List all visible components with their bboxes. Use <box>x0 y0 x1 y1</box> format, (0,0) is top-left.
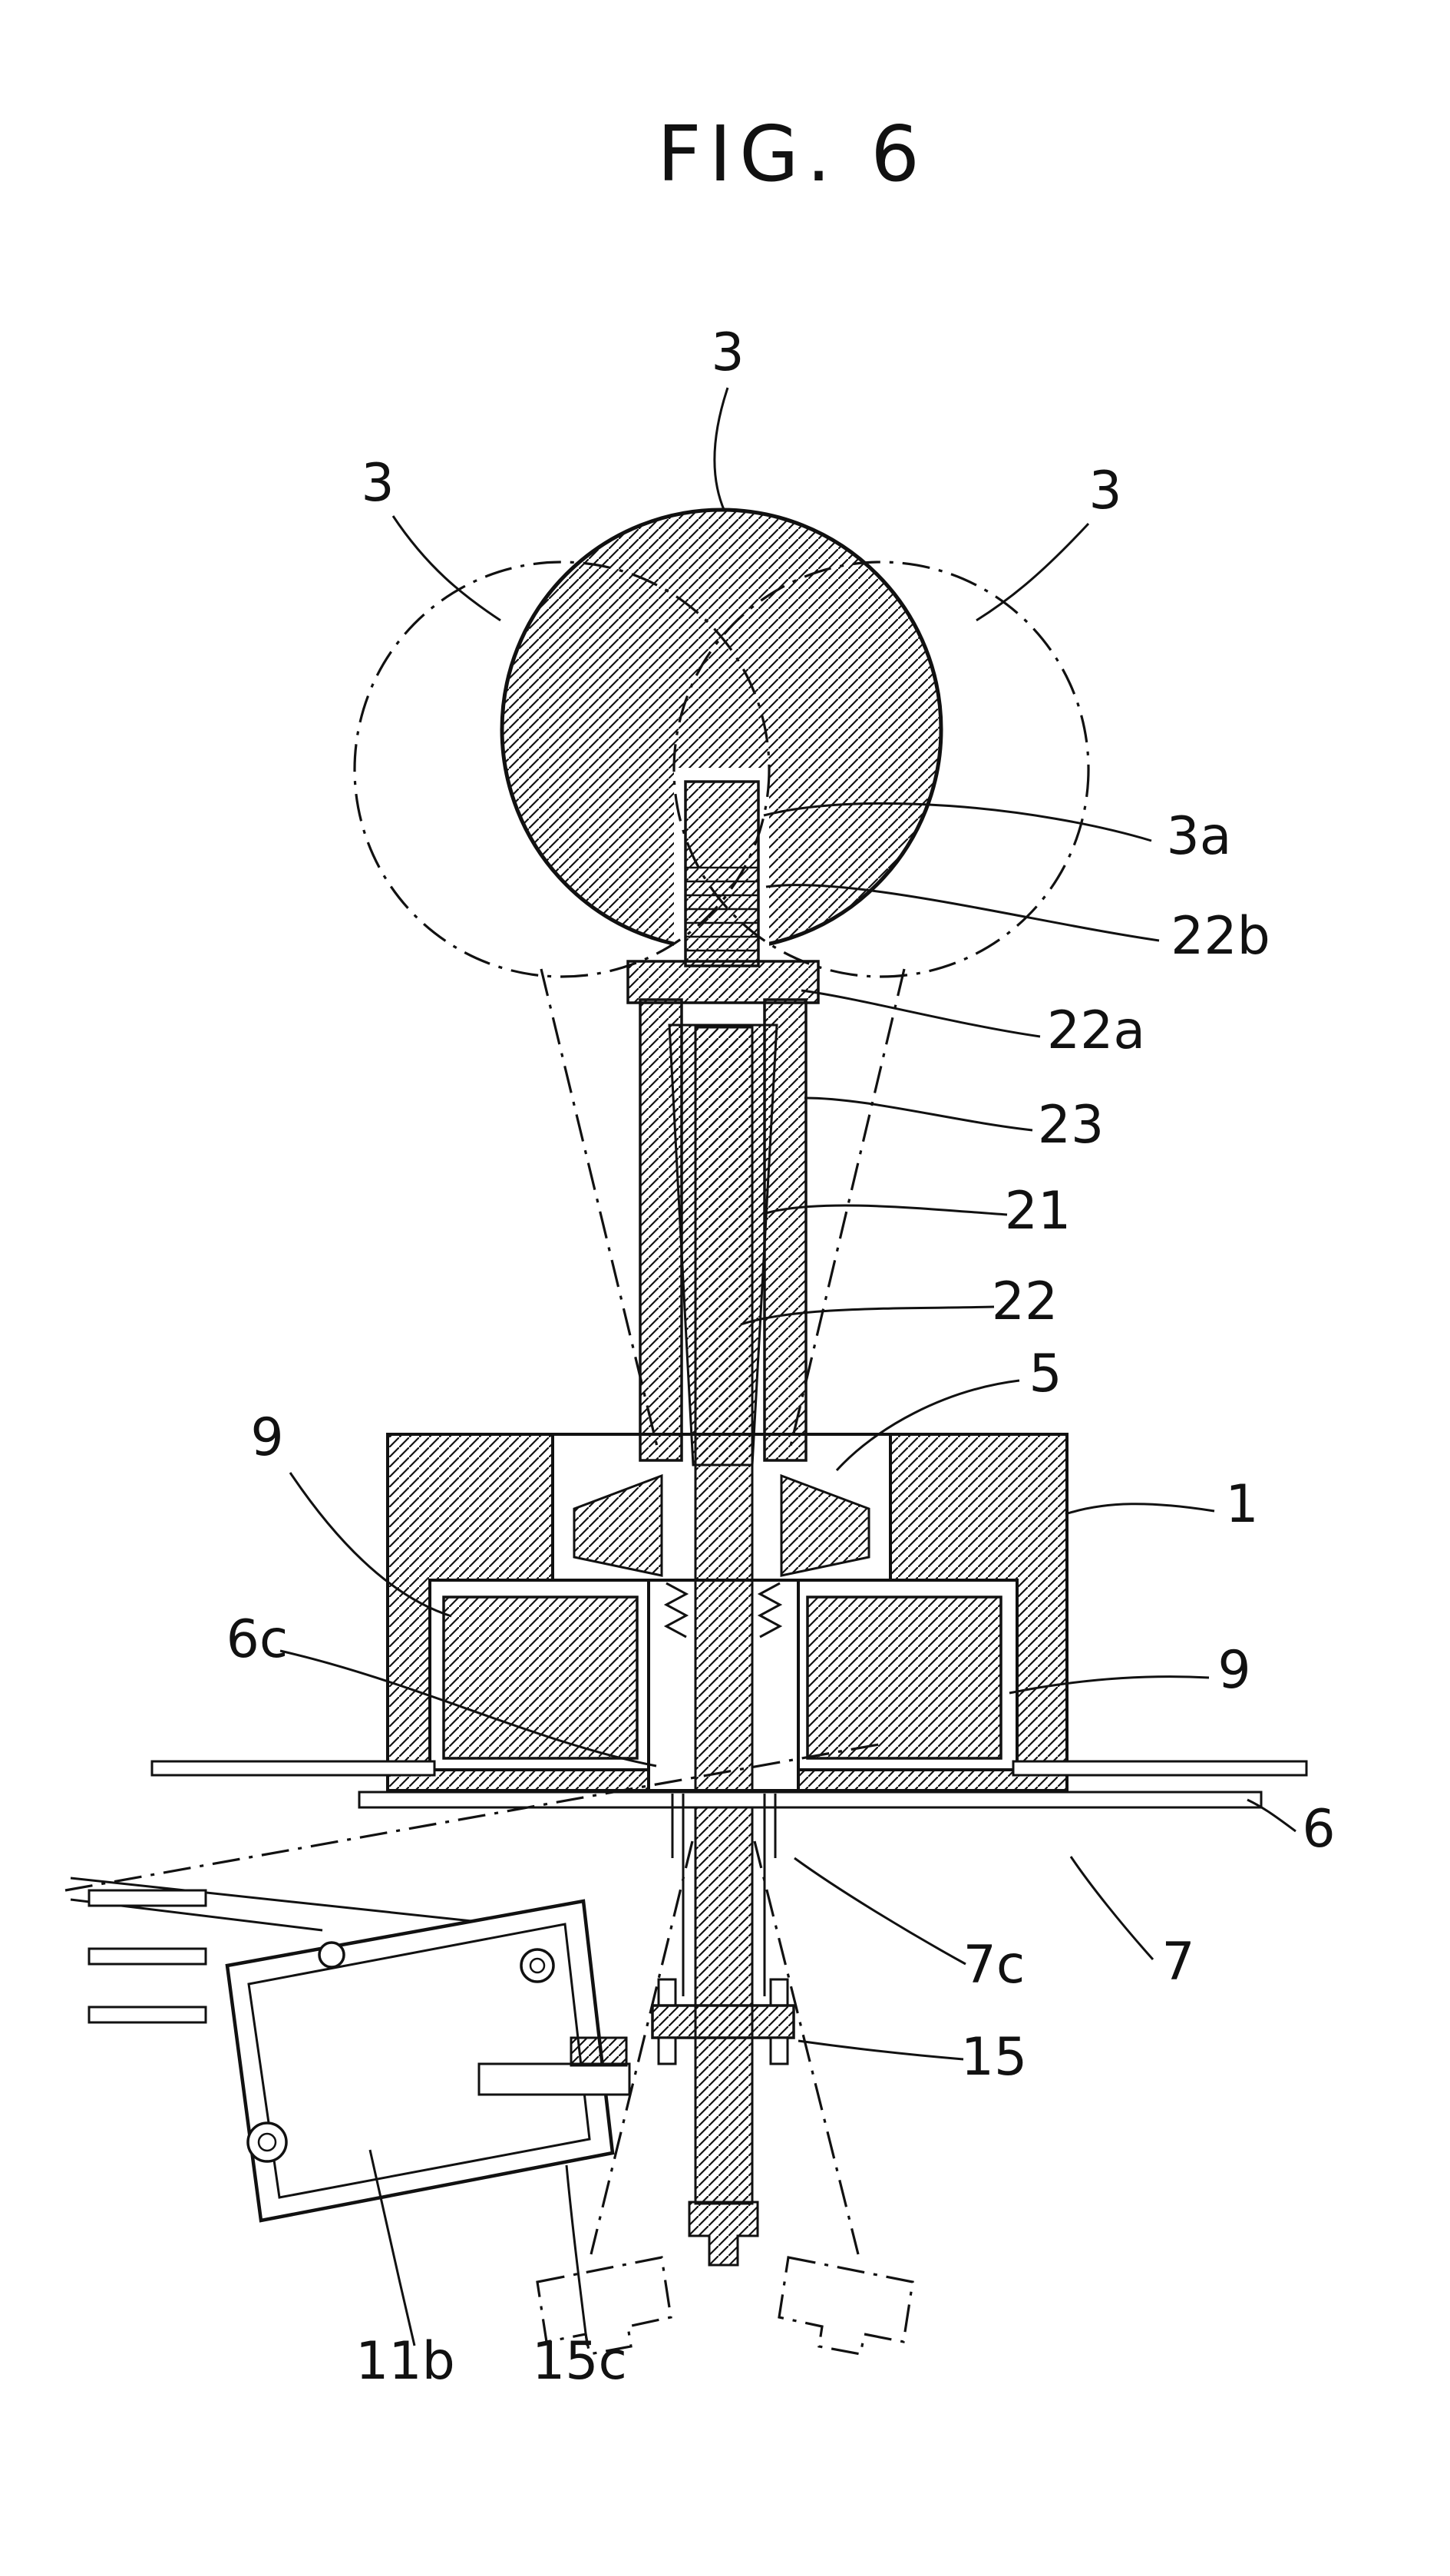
leader-3-right <box>976 522 1090 622</box>
collar-22a <box>626 960 820 1004</box>
collar-pin <box>769 1978 789 2007</box>
figure-title: FIG. 6 <box>657 109 927 199</box>
ref-label-11b: 11b <box>355 2331 455 2392</box>
ref-label-3-left: 3 <box>361 453 394 514</box>
ref-label-5: 5 <box>1029 1344 1062 1404</box>
switch-terminal-pin <box>88 1889 207 1907</box>
ref-label-7: 7 <box>1161 1932 1194 1992</box>
collar-pin <box>769 2036 789 2065</box>
bottom-plate-7 <box>358 1791 1263 1809</box>
housing-body-1 <box>386 1433 1069 1792</box>
leader-22b <box>765 884 1160 942</box>
leader-6 <box>1247 1798 1296 1833</box>
leader-15 <box>798 2039 964 2061</box>
coil-left-9 <box>442 1596 639 1760</box>
leader-3-left <box>391 515 501 622</box>
terminal-plates <box>150 1760 1308 1809</box>
ref-label-7c: 7c <box>963 1935 1026 1996</box>
collar-pin <box>657 1978 677 2007</box>
leader-22 <box>740 1305 995 1326</box>
terminal-plate-right-6 <box>1012 1760 1308 1777</box>
ref-label-9-left: 9 <box>250 1407 283 1468</box>
ref-label-3a: 3a <box>1167 806 1232 867</box>
lower-shaft-parts <box>651 1794 795 2065</box>
coil-right-9 <box>806 1596 1002 1760</box>
terminal-plate-left <box>150 1760 436 1777</box>
detent-left-5 <box>573 1473 663 1577</box>
ref-label-22a: 22a <box>1047 1000 1145 1061</box>
collar-15 <box>651 2004 795 2039</box>
leader-9-right <box>1009 1675 1210 1695</box>
phantom-foot-left <box>536 2256 672 2356</box>
leader-23 <box>804 1096 1033 1132</box>
phantom-foot-right <box>778 2256 914 2356</box>
ref-label-9-right: 9 <box>1217 1640 1250 1701</box>
switch-terminal-pin <box>88 1947 207 1966</box>
knob-ball <box>500 508 943 967</box>
switch-terminal-pin <box>88 2006 207 2024</box>
detent-springs <box>573 1473 870 1639</box>
leader-21 <box>765 1204 1008 1216</box>
ref-label-15c: 15c <box>532 2331 627 2392</box>
ref-label-22b: 22b <box>1171 906 1270 967</box>
detent-right-5 <box>780 1473 870 1577</box>
phantom-tilted-shaft <box>536 1840 914 2356</box>
leader-22a <box>801 989 1041 1038</box>
leader-3-top <box>713 387 729 512</box>
phantom-knob-positions <box>353 561 1090 978</box>
leader-7c <box>794 1857 966 1966</box>
ref-label-22: 22 <box>992 1271 1059 1332</box>
reference-labels: 3 3 3 3a 22b 22a 23 21 22 5 9 1 6c 9 6 7… <box>226 322 1336 2392</box>
leader-11b <box>368 2149 416 2346</box>
actuator-bracket-15c <box>477 2062 631 2096</box>
housing-block <box>386 1433 1069 1792</box>
castellated-shaft-end <box>688 2201 759 2267</box>
leader-15c <box>565 2164 589 2346</box>
leader-1 <box>1065 1503 1215 1516</box>
thread-lines-22b <box>685 866 758 952</box>
phantom-knob-right <box>672 561 1090 978</box>
phantom-knob-left <box>353 561 771 978</box>
ref-label-21: 21 <box>1005 1181 1072 1242</box>
leader-lines <box>279 387 1296 2346</box>
ref-label-23: 23 <box>1038 1095 1105 1156</box>
micro-switch <box>64 1743 880 2223</box>
threaded-stud-3a <box>684 780 760 967</box>
switch-hole <box>246 2121 288 2163</box>
leader-5 <box>835 1379 1020 1472</box>
leader-9-left <box>289 1472 452 1618</box>
ref-label-1: 1 <box>1225 1474 1258 1535</box>
ref-label-15: 15 <box>961 2027 1028 2088</box>
leader-3a <box>763 802 1152 842</box>
spring-left <box>663 1582 689 1639</box>
actuator-block <box>570 2036 628 2067</box>
ref-label-3-right: 3 <box>1088 461 1121 521</box>
collar-pin <box>657 2036 677 2065</box>
switch-body-11b <box>225 1899 615 2223</box>
leader-6c <box>279 1649 657 1767</box>
switch-hole <box>520 1948 555 1983</box>
ref-label-3-top: 3 <box>711 322 744 383</box>
pivot-circle <box>318 1941 345 1969</box>
ref-label-6: 6 <box>1302 1799 1335 1860</box>
leader-7 <box>1069 1856 1154 1960</box>
lever-shaft-assembly <box>626 960 820 2267</box>
ref-label-6c: 6c <box>226 1609 289 1670</box>
spring-right <box>757 1582 783 1639</box>
